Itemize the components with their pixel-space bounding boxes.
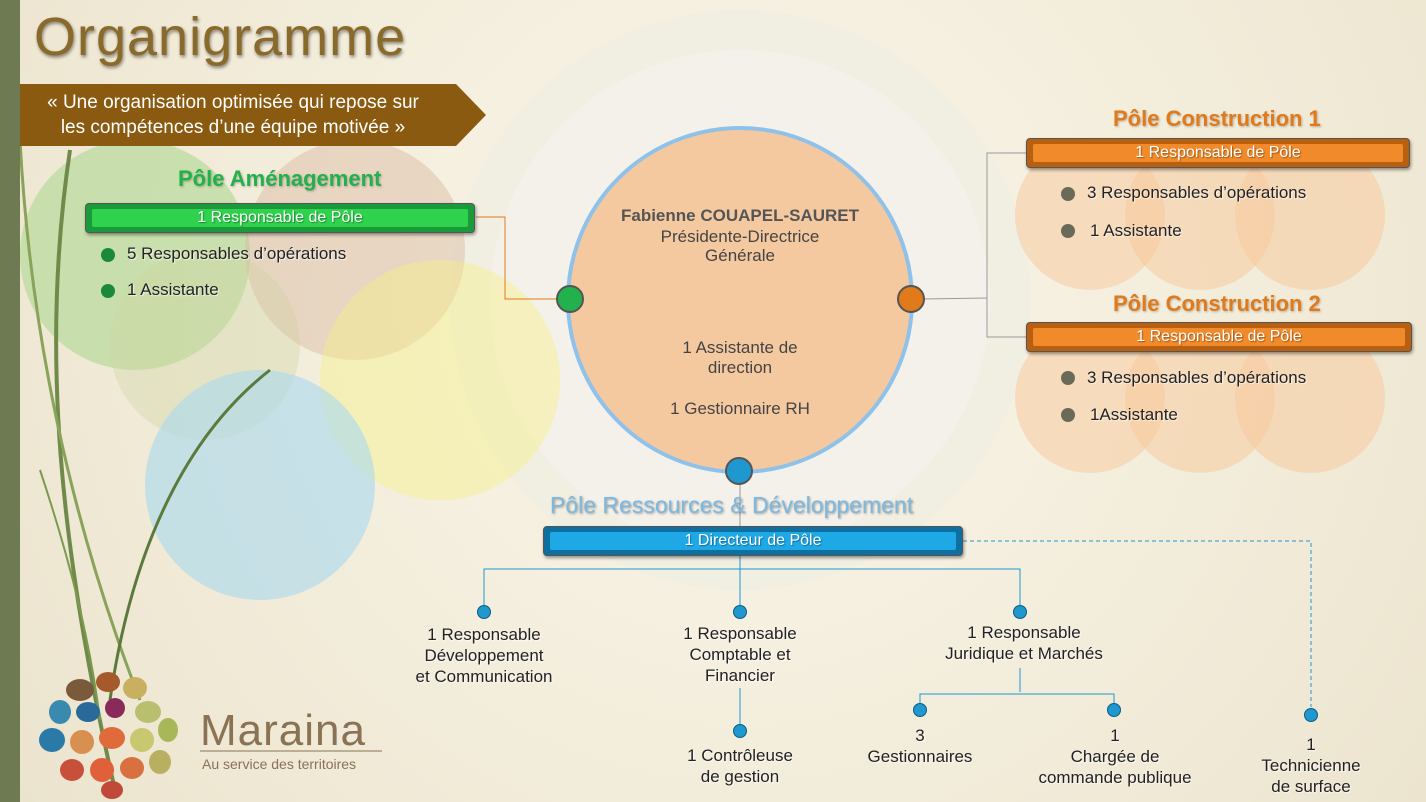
pole-amenagement-item: 5 Responsables d’opérations [127,244,347,263]
org-node-icon [1107,703,1121,717]
logo-tagline: Au service des territoires [202,756,357,772]
president-role-line-2: Générale [705,246,775,265]
gestionnaires-label: Gestionnaires [867,747,973,766]
construction-connector-node [897,285,925,313]
chargee-line-1: Chargée de [1070,747,1160,766]
responsable-juridique: 1 Responsable Juridique et Marchés [910,622,1138,664]
responsable-comptable-line-2: Comptable et [689,645,791,664]
pole-construction-2-item: 1Assistante [1090,405,1178,424]
chargee-count: 1 [1110,726,1120,745]
bullet-icon [101,248,115,262]
controleuse-line-2: de gestion [700,767,780,786]
bullet-icon [1061,224,1075,238]
maraina-logo-mosaic-icon [39,672,178,799]
pole-construction-2-head: 1 Responsable de Pôle [1026,322,1412,352]
tagline-line-2: les compétences d’une équipe motivée » [60,117,406,138]
pole-amenagement-item: 1 Assistante [127,280,219,299]
direction-assistant-line-2: direction [707,358,773,377]
responsable-developpement: 1 Responsable Développement et Communica… [384,624,584,687]
pole-construction-1-head-label: 1 Responsable de Pôle [1135,144,1301,161]
bullet-icon [101,284,115,298]
technicienne-line-1: Technicienne [1261,756,1361,775]
bullet-icon [1061,408,1075,422]
president-role: Présidente-Directrice Générale [590,227,890,265]
pole-amenagement-head-label: 1 Responsable de Pôle [197,209,363,226]
pole-construction-2-item: 3 Responsables d’opérations [1087,368,1307,387]
responsable-developpement-line-3: et Communication [415,667,553,686]
pole-construction-2-head-label: 1 Responsable de Pôle [1136,328,1302,345]
chargee-commande-publique: 1 Chargée de commande publique [1010,725,1220,788]
chargee-line-2: commande publique [1038,768,1192,787]
org-node-icon [913,703,927,717]
president-role-line-1: Présidente-Directrice [660,227,820,246]
org-node-icon [1013,605,1027,619]
technicienne-count: 1 [1306,735,1316,754]
logo-name: Maraina [200,706,366,755]
responsable-comptable-line-1: 1 Responsable [683,624,797,643]
technicienne-de-surface: 1 Technicienne de surface [1236,734,1386,797]
amenagement-connector-node [556,285,584,313]
bullet-icon [1061,371,1075,385]
pole-construction-1-title: Pôle Construction 1 [1113,106,1321,131]
pole-amenagement-title: Pôle Aménagement [178,166,382,191]
direction-assistant: 1 Assistante de direction [590,338,890,378]
tagline-line-1: « Une organisation optimisée qui repose … [47,92,419,113]
org-node-icon [477,605,491,619]
pole-construction-1-head: 1 Responsable de Pôle [1026,138,1410,168]
controleuse-line-1: 1 Contrôleuse [687,746,793,765]
direction-assistant-line-1: 1 Assistante de [682,338,798,357]
left-accent-bar [0,0,20,802]
pole-amenagement-head: 1 Responsable de Pôle [85,203,475,233]
pole-construction-2-title: Pôle Construction 2 [1113,291,1321,316]
responsable-juridique-line-2: Juridique et Marchés [945,644,1103,663]
responsable-developpement-line-2: Développement [424,646,544,665]
technicienne-line-2: de surface [1271,777,1351,796]
pole-ressources-title: Pôle Ressources & Développement [550,492,914,518]
hr-manager: 1 Gestionnaire RH [670,399,810,418]
gestionnaires-count: 3 [915,726,925,745]
pole-construction-1-item: 3 Responsables d’opérations [1087,183,1307,202]
org-node-icon [733,724,747,738]
ressources-connector-node [725,457,753,485]
gestionnaires: 3 Gestionnaires [850,725,990,767]
responsable-comptable: 1 Responsable Comptable et Financier [640,623,840,686]
president-name: Fabienne COUAPEL-SAURET [620,206,860,225]
responsable-comptable-line-3: Financier [705,666,775,685]
org-node-icon [1304,708,1318,722]
controleuse-de-gestion: 1 Contrôleuse de gestion [640,745,840,787]
org-node-icon [733,605,747,619]
pole-ressources-head: 1 Directeur de Pôle [543,526,963,556]
tagline-banner: « Une organisation optimisée qui repose … [0,90,466,140]
page-title: Organigramme [34,7,407,67]
responsable-juridique-line-1: 1 Responsable [967,623,1081,642]
responsable-developpement-line-1: 1 Responsable [427,625,541,644]
pole-construction-1-item: 1 Assistante [1090,221,1182,240]
bullet-icon [1061,187,1075,201]
pole-ressources-head-label: 1 Directeur de Pôle [684,532,822,549]
